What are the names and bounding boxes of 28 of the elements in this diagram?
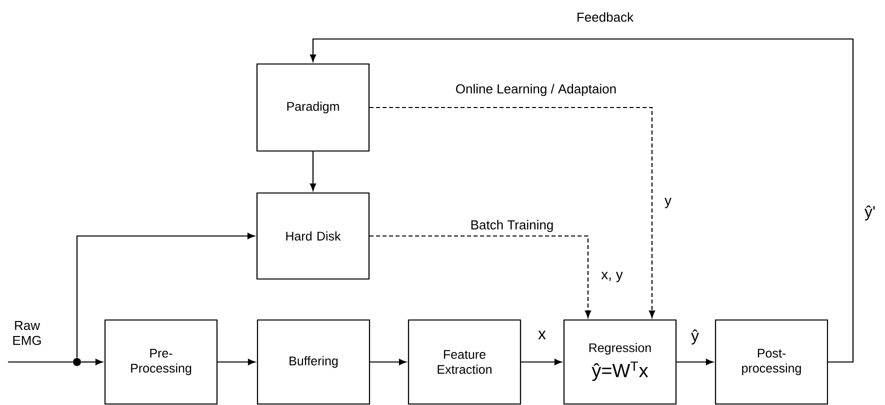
process-box: Feature Extraction: [408, 319, 522, 405]
arrow: [218, 358, 256, 366]
arrow: [76, 232, 255, 358]
edge-label: Feedback: [578, 12, 634, 22]
signal-label: y: [664, 198, 672, 208]
process-box: Hard Disk: [256, 192, 370, 280]
dashed-arrow: [370, 235, 592, 318]
junction-dot: [73, 358, 81, 366]
dashed-arrow: [370, 106, 656, 318]
arrow: [310, 152, 316, 191]
arrow: [521, 358, 562, 366]
signal-label: ŷ': [864, 206, 875, 220]
line: [8, 361, 73, 363]
edge-label: Online Learning / Adaptaion: [456, 84, 616, 96]
edge-label: Batch Training: [471, 220, 553, 232]
process-box: Regression ŷ=W$^{T}$x: [563, 319, 677, 405]
signal-label: x, y: [601, 272, 623, 282]
arrow: [81, 358, 103, 366]
edge-label: Raw EMG: [13, 320, 41, 346]
arrow: [676, 358, 714, 366]
process-box: Pre- Processing: [104, 319, 218, 405]
arrow: [310, 38, 854, 363]
process-box: Post- processing: [714, 319, 828, 405]
arrow: [370, 358, 406, 366]
edge-label: ŷ: [691, 330, 699, 344]
edge-label: x: [538, 330, 546, 340]
process-box: Paradigm: [256, 63, 370, 152]
process-box: Buffering: [256, 319, 370, 405]
